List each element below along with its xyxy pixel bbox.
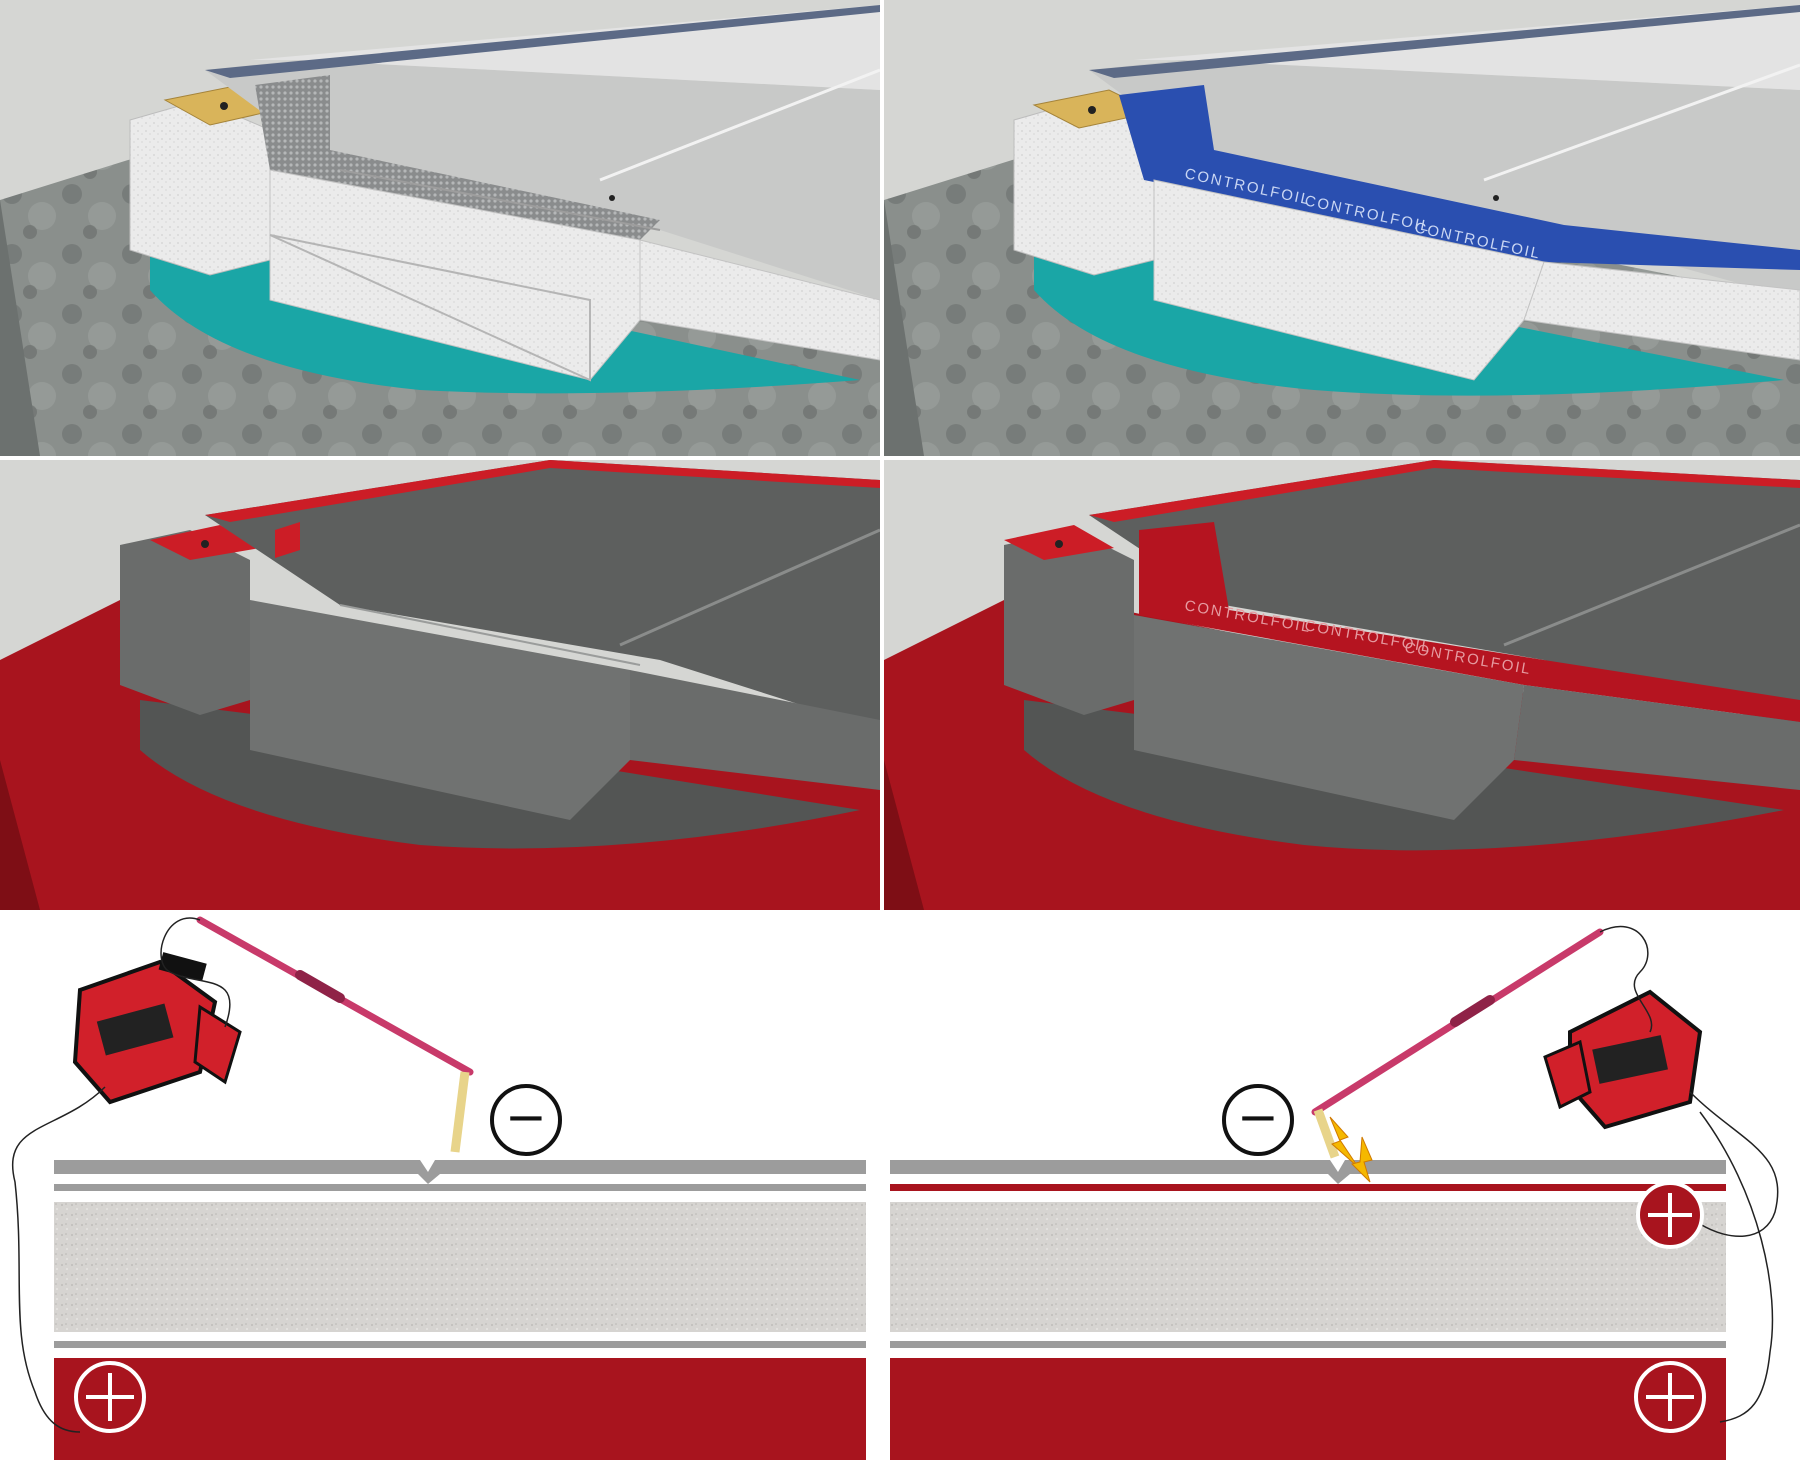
negative-pole-icon-left: − [490,1084,562,1156]
insulation-layer [54,1202,866,1332]
conductivity-model-controlfoil: CONTROLFOIL CONTROLFOIL CONTROLFOIL [884,460,1800,910]
probe-wand-icon [196,916,474,1153]
positive-pole-icon-right-bottom [1634,1361,1706,1433]
positive-pole-icon-right-top [1636,1181,1704,1249]
roof-model-standard [0,0,880,456]
conductive-deck [54,1358,866,1460]
negative-pole-icon-right: − [1222,1084,1294,1156]
roof-model-controlfoil: CONTROLFOIL CONTROLFOIL CONTROLFOIL [884,0,1800,456]
test-device-icon-right [1543,989,1703,1130]
svg-text:−: − [1237,1088,1279,1146]
controlfoil-layer [1119,85,1800,270]
controlfoil-layer-red [1139,522,1800,722]
layer-stack-left [54,1160,866,1460]
conductivity-model-standard [0,460,880,910]
positive-pole-icon-left [74,1361,146,1433]
layer-stack-right [890,1160,1726,1460]
probe-wand-icon-right [1311,928,1604,1159]
leak-detection-schematic: − − [0,912,1800,1460]
spark-icon [1329,1116,1373,1183]
controlfoil-conductive-layer [890,1184,1726,1191]
test-device-icon [72,952,242,1105]
svg-text:−: − [505,1088,547,1146]
